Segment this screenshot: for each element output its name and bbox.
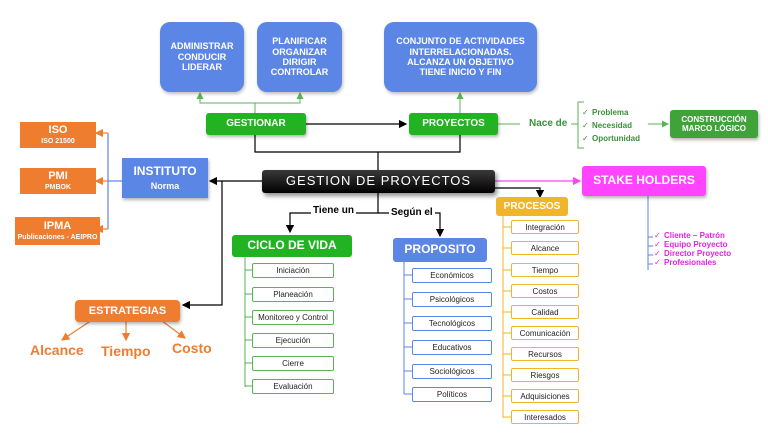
procesos-item: Costos: [511, 284, 579, 298]
estrategia-tiempo: Tiempo: [101, 343, 151, 359]
procesos-item: Adquisiciones: [511, 389, 579, 403]
card-line: DIRIGIR: [282, 57, 317, 67]
ipma-sub: Publicaciones - AEIPRO: [17, 234, 98, 242]
iso-title: ISO: [48, 123, 68, 136]
nace-item: ✓Oportunidad: [582, 134, 640, 143]
procesos-item: Tiempo: [511, 263, 579, 277]
card-administrar: ADMINISTRAR CONDUCIR LIDERAR: [160, 22, 244, 92]
pmi-title: PMI: [48, 169, 68, 182]
proyectos-node: PROYECTOS: [409, 113, 498, 135]
nace-item: ✓Problema: [582, 108, 629, 117]
ipma-title: IPMA: [43, 219, 72, 232]
instituto-node: INSTITUTO Norma: [122, 158, 208, 198]
stake-holders-list: ✓Cliente – Patrón ✓Equipo Proyecto ✓Dire…: [654, 231, 731, 267]
instituto-title: INSTITUTO: [133, 163, 197, 178]
ciclo-item: Iniciación: [252, 263, 334, 278]
construccion-line: CONSTRUCCIÓN: [681, 114, 747, 124]
estrategias-node: ESTRATEGIAS: [75, 300, 180, 322]
nace-de-label: Nace de: [529, 118, 568, 129]
nace-de-list: ✓Problema ✓Necesidad ✓Oportunidad: [582, 106, 640, 145]
card-conjunto-actividades: CONJUNTO DE ACTIVIDADES INTERRELACIONADA…: [384, 22, 537, 92]
card-line: CONTROLAR: [270, 67, 329, 78]
segun-el-label: Según el: [389, 207, 435, 218]
ciclo-item: Cierre: [252, 356, 334, 371]
procesos-item: Calidad: [511, 305, 579, 319]
estrategia-costo: Costo: [172, 340, 212, 356]
ciclo-item: Ejecución: [252, 333, 334, 348]
procesos-item: Riesgos: [511, 368, 579, 382]
central-node: GESTION DE PROYECTOS: [262, 170, 495, 193]
card-line: LIDERAR: [182, 62, 222, 73]
iso-node: ISO ISO 21500: [20, 122, 96, 148]
gestionar-node: GESTIONAR: [206, 113, 306, 135]
card-line: PLANIFICAR: [272, 36, 327, 47]
card-line: ALCANZA UN OBJETIVO: [407, 57, 514, 67]
card-line: TIENE INICIO Y FIN: [419, 67, 502, 78]
ciclo-item: Planeación: [252, 287, 334, 302]
procesos-node: PROCESOS: [496, 197, 568, 216]
instituto-subtitle: Norma: [150, 180, 180, 191]
ciclo-de-vida-node: CICLO DE VIDA: [232, 235, 352, 257]
ciclo-item: Monitoreo y Control: [252, 310, 334, 325]
estrategia-alcance: Alcance: [30, 342, 84, 358]
stake-item: ✓Profesionales: [654, 258, 717, 267]
ciclo-item: Evaluación: [252, 379, 334, 394]
proposito-item: Sociológicos: [412, 364, 492, 379]
proposito-item: Psicológicos: [412, 292, 492, 307]
proposito-item: Políticos: [412, 387, 492, 402]
procesos-item: Integración: [511, 220, 579, 234]
tiene-un-label: Tiene un: [311, 205, 356, 216]
procesos-item: Comunicación: [511, 326, 579, 340]
ipma-node: IPMA Publicaciones - AEIPRO: [15, 217, 100, 245]
stake-holders-node: STAKE HOLDERS: [582, 166, 706, 196]
procesos-item: Interesados: [511, 410, 579, 424]
proposito-item: Tecnológicos: [412, 316, 492, 331]
stake-item: ✓Cliente – Patrón: [654, 231, 725, 240]
pmi-node: PMI PMBOK: [20, 168, 96, 194]
procesos-item: Alcance: [511, 241, 579, 255]
line-central-procesos: [495, 187, 545, 199]
stake-item: ✓Director Proyecto: [654, 249, 732, 258]
card-line: INTERRELACIONADAS.: [409, 46, 512, 57]
proposito-item: Educativos: [412, 340, 492, 355]
proposito-item: Económicos: [412, 268, 492, 283]
proposito-node: PROPOSITO: [393, 238, 487, 262]
stake-item: ✓Equipo Proyecto: [654, 240, 728, 249]
pmi-sub: PMBOK: [44, 184, 72, 192]
construccion-line: MARCO LÓGICO: [682, 124, 746, 133]
card-line: CONDUCIR: [177, 51, 227, 62]
card-line: ADMINISTRAR: [170, 41, 234, 52]
line-central-proyectos: [378, 135, 461, 153]
card-line: ORGANIZAR: [272, 46, 327, 57]
line-central-estrategias: [181, 181, 223, 310]
card-line: CONJUNTO DE ACTIVIDADES: [396, 36, 525, 47]
construccion-marco-logico-node: CONSTRUCCIÓN MARCO LÓGICO: [670, 110, 758, 138]
procesos-item: Recursos: [511, 347, 579, 361]
nace-item: ✓Necesidad: [582, 121, 633, 130]
iso-sub: ISO 21500: [41, 138, 75, 146]
line-central-up: [254, 135, 379, 170]
card-planificar: PLANIFICAR ORGANIZAR DIRIGIR CONTROLAR: [257, 22, 342, 92]
